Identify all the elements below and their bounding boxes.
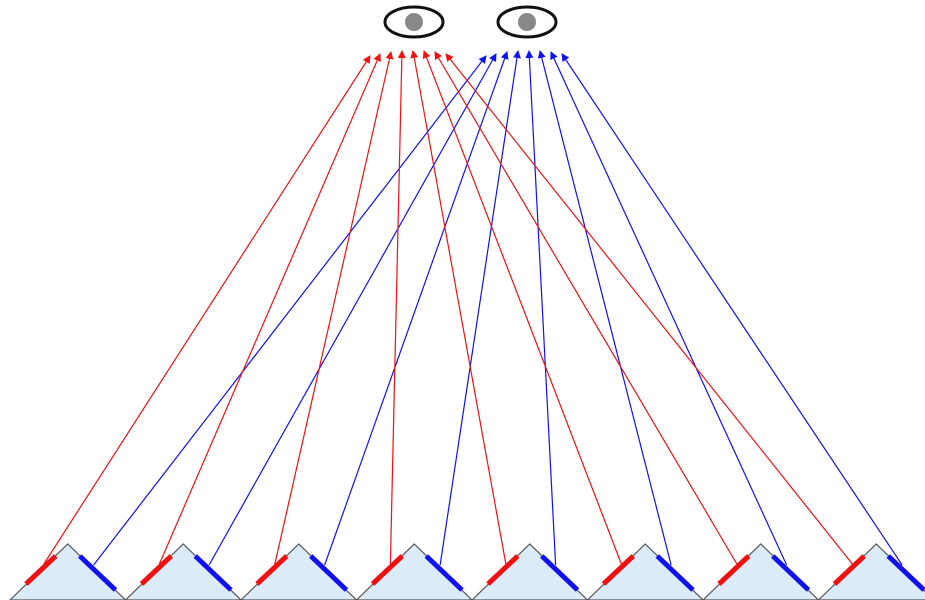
- left-view-ray: [43, 55, 371, 565]
- right-view-ray: [324, 51, 509, 566]
- eye-pupil: [405, 13, 423, 31]
- eyes: [383, 5, 558, 39]
- left-view-ray: [410, 50, 507, 565]
- prism-body: [9, 543, 127, 600]
- right-view-ray: [93, 55, 487, 566]
- left-view-ray: [445, 53, 853, 565]
- prism-array: [9, 543, 925, 600]
- prism-5: [471, 543, 589, 600]
- right-view-ray: [550, 51, 788, 566]
- right-view-ray: [208, 53, 497, 566]
- prism-8: [817, 543, 925, 600]
- prism-body: [355, 543, 473, 600]
- left-view-ray: [389, 50, 406, 565]
- prism-4: [355, 543, 473, 600]
- prism-body: [586, 543, 704, 600]
- right-image-strip: [540, 554, 580, 592]
- left-image-strip: [139, 554, 173, 586]
- left-view-ray: [274, 51, 394, 565]
- prism-2: [124, 543, 242, 600]
- right-image-strip: [424, 554, 464, 592]
- left-image-strip: [370, 554, 404, 586]
- left-image-strip: [717, 554, 751, 586]
- prism-body: [702, 543, 820, 600]
- prism-6: [586, 543, 704, 600]
- left-image-strip: [832, 554, 866, 586]
- left-image-strip: [486, 554, 520, 586]
- prism-1: [9, 543, 127, 600]
- ray-group: [43, 50, 903, 566]
- right-image-strip: [78, 554, 118, 592]
- right-view-ray: [561, 53, 903, 566]
- left-view-ray: [158, 53, 381, 565]
- right-image-strip: [309, 554, 349, 592]
- left-eye-icon: [383, 5, 445, 39]
- left-image-strip: [601, 554, 635, 586]
- right-view-ray: [525, 50, 557, 566]
- left-image-strip: [255, 554, 289, 586]
- right-image-strip: [655, 554, 695, 592]
- left-image-strip: [24, 554, 58, 586]
- prism-body: [124, 543, 242, 600]
- right-eye-icon: [496, 5, 558, 39]
- prism-body: [471, 543, 589, 600]
- right-image-strip: [193, 554, 233, 592]
- prism-3: [240, 543, 358, 600]
- left-view-ray: [434, 51, 738, 565]
- prism-7: [702, 543, 820, 600]
- prism-body: [817, 543, 925, 600]
- right-image-strip: [771, 554, 811, 592]
- right-view-ray: [439, 50, 521, 566]
- right-view-ray: [537, 50, 672, 566]
- left-view-ray: [422, 50, 622, 565]
- right-image-strip: [886, 554, 925, 592]
- prism-body: [240, 543, 358, 600]
- eye-pupil: [518, 13, 536, 31]
